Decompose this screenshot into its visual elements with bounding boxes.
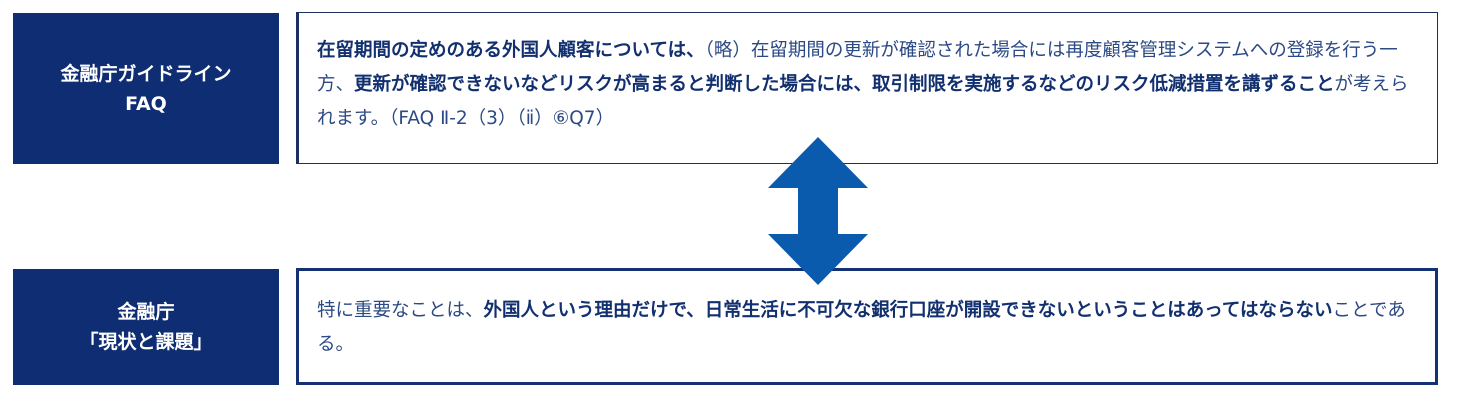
- label-line: FAQ: [125, 92, 167, 115]
- double-arrow-icon: [768, 137, 868, 285]
- faq-label: 金融庁ガイドライン FAQ: [13, 13, 279, 164]
- label-line: 金融庁: [117, 301, 175, 323]
- text-segment: 更新が確認できないなどリスクが高まると判断した場合には、取引制限を実施するなどの…: [354, 74, 1335, 95]
- text-segment: 特に重要なことは、: [317, 300, 484, 321]
- label-line: 「現状と課題」: [79, 331, 213, 353]
- text-segment: 在留期間の定めのある外国人顧客については、: [317, 40, 705, 61]
- label-line: 金融庁ガイドライン: [60, 62, 232, 85]
- status-issues-quote-box: 特に重要なことは、外国人という理由だけで、日常生活に不可欠な銀行口座が開設できな…: [296, 268, 1438, 385]
- text-segment: ことである。: [317, 300, 1406, 355]
- text-segment: 外国人という理由だけで、日常生活に不可欠な銀行口座が開設できないということはあっ…: [483, 300, 1333, 321]
- text-segment: が考えられます。（FAQ Ⅱ-2（3）（ⅱ）⑥Q7）: [317, 74, 1409, 129]
- faq-quote-box: 在留期間の定めのある外国人顧客については、（略）在留期間の更新が確認された場合に…: [296, 12, 1438, 164]
- text-segment: （略）在留期間の更新が確認された場合には再度顧客管理システムへの登録を行う一方、: [317, 40, 1398, 95]
- status-issues-label: 金融庁 「現状と課題」: [13, 269, 279, 385]
